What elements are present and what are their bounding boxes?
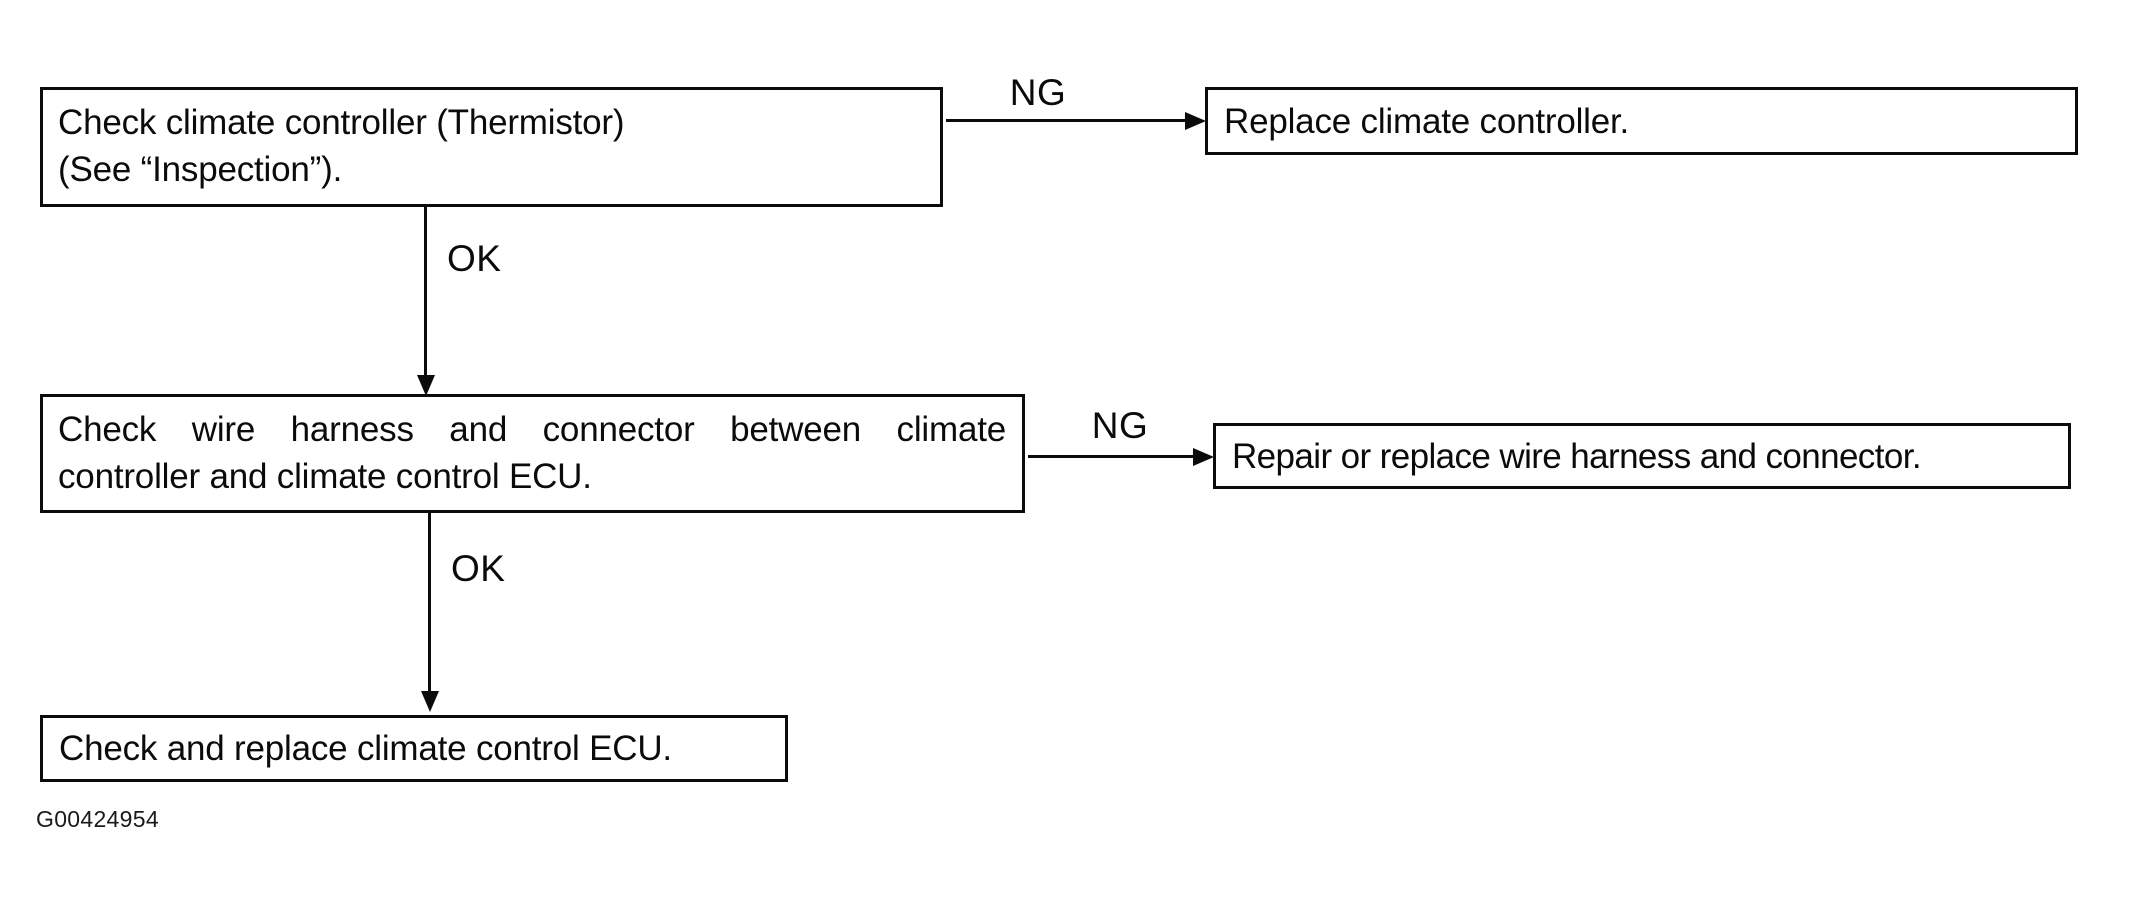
flow-box-text: Check and replace climate control ECU. bbox=[59, 729, 672, 768]
flow-box-repair-or-replace-wire-harness: Repair or replace wire harness and conne… bbox=[1213, 423, 2071, 489]
ng-arrowhead-icon bbox=[1185, 111, 1206, 130]
ng-arrow-line bbox=[1028, 455, 1198, 458]
flow-box-check-and-replace-ecu: Check and replace climate control ECU. bbox=[40, 715, 788, 782]
ok-arrowhead-icon bbox=[416, 375, 435, 396]
ng-arrow-line bbox=[946, 119, 1188, 122]
ng-branch-label: NG bbox=[1091, 405, 1149, 446]
flow-box-text-line: (See “Inspection”). bbox=[58, 150, 343, 189]
flow-box-text: Repair or replace wire harness and conne… bbox=[1232, 436, 1922, 476]
ok-arrowhead-icon bbox=[420, 691, 439, 712]
flow-box-text-line: Check climate controller (Thermistor) bbox=[58, 103, 625, 142]
flow-box-text-line: controller and climate control ECU. bbox=[58, 457, 592, 496]
ok-arrow-line bbox=[428, 513, 431, 694]
flow-box-text-line: Check wire harness and connector between… bbox=[58, 410, 1006, 449]
ok-arrow-line bbox=[424, 207, 427, 379]
flow-box-replace-climate-controller: Replace climate controller. bbox=[1205, 87, 2078, 155]
flow-box-text: Replace climate controller. bbox=[1224, 101, 1630, 141]
ok-branch-label: OK bbox=[447, 238, 502, 279]
figure-id-label: G00424954 bbox=[36, 806, 159, 832]
flow-box-check-wire-harness: Check wire harness and connector between… bbox=[40, 394, 1025, 513]
flow-box-check-climate-controller: Check climate controller (Thermistor) (S… bbox=[40, 87, 943, 207]
ok-branch-label: OK bbox=[451, 548, 506, 589]
ng-arrowhead-icon bbox=[1193, 447, 1214, 466]
ng-branch-label: NG bbox=[1009, 72, 1067, 113]
